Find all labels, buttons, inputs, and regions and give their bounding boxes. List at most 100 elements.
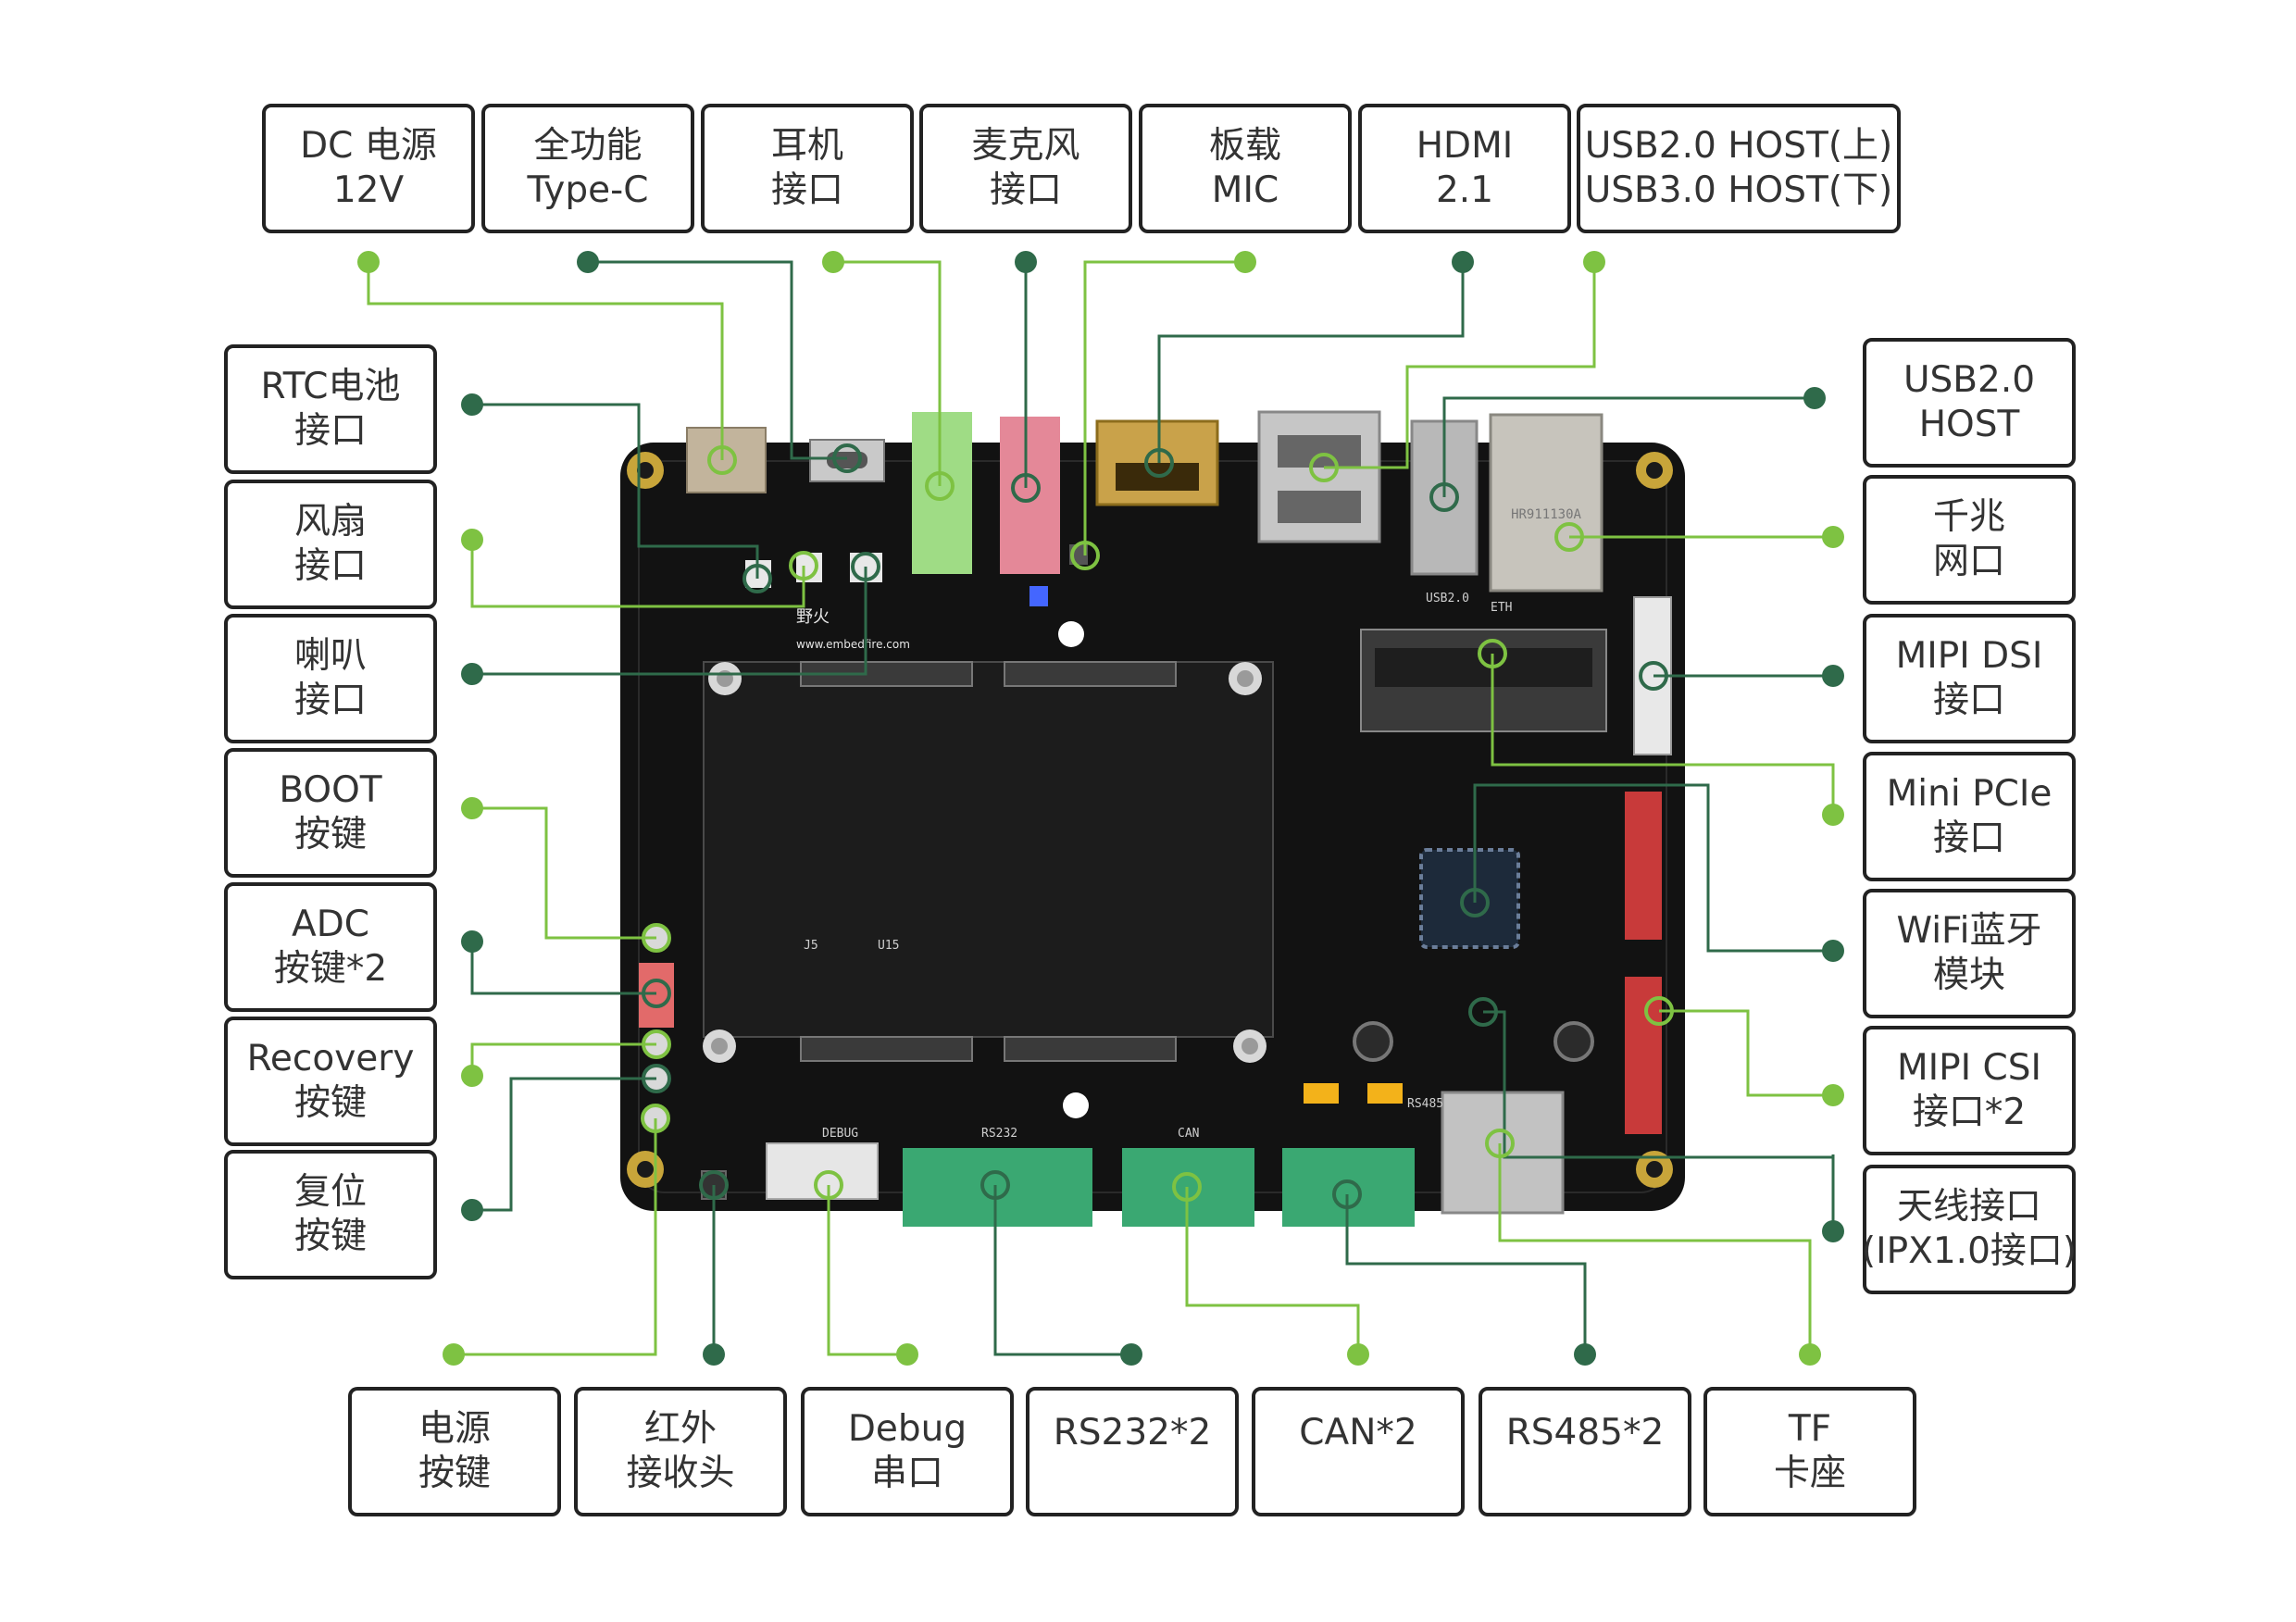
mipi-csi-leader-target-ring	[1644, 996, 1674, 1026]
mipi-dsi-leader-target-ring	[1639, 661, 1668, 691]
tf-leader-start-dot	[1799, 1343, 1821, 1366]
headphone-leader-target-ring	[925, 471, 955, 501]
b2b-connectors	[800, 661, 1177, 1062]
mic-jack	[1000, 417, 1060, 574]
speaker-leader	[472, 567, 867, 676]
fan-leader	[470, 540, 805, 608]
dc-jack	[686, 427, 767, 493]
rs485-leader-target-ring	[1332, 1179, 1362, 1209]
ir-receiver-callout: 红外接收头	[574, 1387, 787, 1516]
usb-host-leader	[1324, 262, 1596, 469]
mini-pcie-leader	[1491, 654, 1835, 815]
mini-pcie-leader-start-dot	[1822, 804, 1844, 826]
core-module-area	[703, 661, 1274, 1038]
tf-card-slot	[1441, 1091, 1565, 1215]
typec-leader-target-ring	[832, 443, 862, 473]
typec-leader-start-dot	[577, 251, 599, 273]
rtc-battery-callout: RTC电池接口	[224, 344, 437, 474]
hdmi-leader	[1157, 262, 1465, 463]
wifi-leader-target-ring	[1460, 888, 1490, 917]
recovery-leader-start-dot	[461, 1065, 483, 1087]
wifi-leader-start-dot	[1822, 940, 1844, 962]
rs232-terminal	[903, 1148, 1092, 1227]
board: HR911130A	[620, 410, 1685, 1227]
headphone-callout: 耳机接口	[701, 104, 914, 233]
hdmi-leader-start-dot	[1452, 251, 1474, 273]
headphone-leader	[833, 260, 942, 486]
can-leader-start-dot	[1347, 1343, 1369, 1366]
microphone-leader-target-ring	[1011, 473, 1041, 503]
usb-host-leader-start-dot	[1583, 251, 1605, 273]
debug-leader-target-ring	[814, 1170, 843, 1200]
mipi-csi-connector-1	[1625, 792, 1662, 940]
speaker-callout: 喇叭接口	[224, 614, 437, 743]
eth-part-label: HR911130A	[1511, 507, 1581, 522]
power-key-callout: 电源按键	[348, 1387, 561, 1516]
boot-leader	[472, 806, 656, 940]
boot-leader-start-dot	[461, 797, 483, 819]
rs232-leader	[993, 1185, 1131, 1356]
fan-callout: 风扇接口	[224, 480, 437, 609]
antenna-leader	[1483, 1010, 1835, 1231]
antenna-leader-start-dot	[1822, 1220, 1844, 1242]
board-logo: 野火	[796, 607, 830, 627]
typec-leader	[588, 260, 847, 460]
onboard-mic-leader-start-dot	[1234, 251, 1256, 273]
silk-debug: DEBUG	[822, 1127, 858, 1141]
silk-ref-j3: J5	[804, 939, 818, 953]
usb-host-leader-target-ring	[1309, 453, 1339, 482]
rs485-leader	[1345, 1194, 1587, 1354]
dc-power-leader-start-dot	[357, 251, 380, 273]
debug-header	[766, 1142, 879, 1200]
reset-leader-start-dot	[461, 1199, 483, 1221]
reset-key-callout: 复位按键	[224, 1150, 437, 1279]
speaker-leader-target-ring	[851, 552, 880, 581]
silk-eth: ETH	[1491, 601, 1512, 615]
adc-leader-target-ring	[642, 979, 671, 1008]
dc-power-leader	[367, 262, 724, 460]
onboard-mic-leader	[1083, 260, 1245, 555]
can-leader	[1185, 1187, 1360, 1354]
eth-leader-start-dot	[1822, 526, 1844, 548]
boot-leader-target-ring	[642, 923, 671, 953]
reset-leader	[472, 1077, 656, 1212]
adc-leader-start-dot	[461, 930, 483, 953]
power-key-leader-target-ring	[641, 1104, 670, 1133]
headphone-leader-start-dot	[822, 251, 844, 273]
rs485-leader-start-dot	[1574, 1343, 1596, 1366]
ir-leader-target-ring	[699, 1170, 729, 1200]
tf-leader-target-ring	[1485, 1129, 1515, 1158]
silk-usb2: USB2.0	[1426, 592, 1469, 605]
recovery-leader-target-ring	[642, 1029, 671, 1059]
usb-host-pair-callout: USB2.0 HOST(上)USB3.0 HOST(下)	[1577, 104, 1901, 233]
can-callout: CAN*2	[1252, 1387, 1465, 1516]
silk-rs485: RS485	[1407, 1097, 1443, 1111]
rs232-callout: RS232*2	[1026, 1387, 1239, 1516]
mipi-csi-leader-start-dot	[1822, 1084, 1844, 1106]
can-leader-target-ring	[1172, 1172, 1202, 1202]
microphone-callout: 麦克风接口	[919, 104, 1132, 233]
hdmi-leader-target-ring	[1144, 448, 1174, 478]
orientation-arrow	[1063, 1092, 1089, 1118]
ir-leader-start-dot	[703, 1343, 725, 1366]
rtc-leader-target-ring	[742, 564, 772, 593]
silk-can: CAN	[1178, 1127, 1199, 1141]
eth-leader-target-ring	[1554, 522, 1584, 552]
headphone-jack	[912, 412, 972, 574]
wifi-bt-callout: WiFi蓝牙模块	[1863, 889, 2076, 1018]
wifi-module	[1419, 848, 1520, 949]
wifi-leader	[1473, 783, 1833, 953]
onboard-mic-leader-target-ring	[1070, 541, 1100, 570]
rs232-leader-target-ring	[980, 1170, 1010, 1200]
adc-leader	[470, 942, 656, 995]
